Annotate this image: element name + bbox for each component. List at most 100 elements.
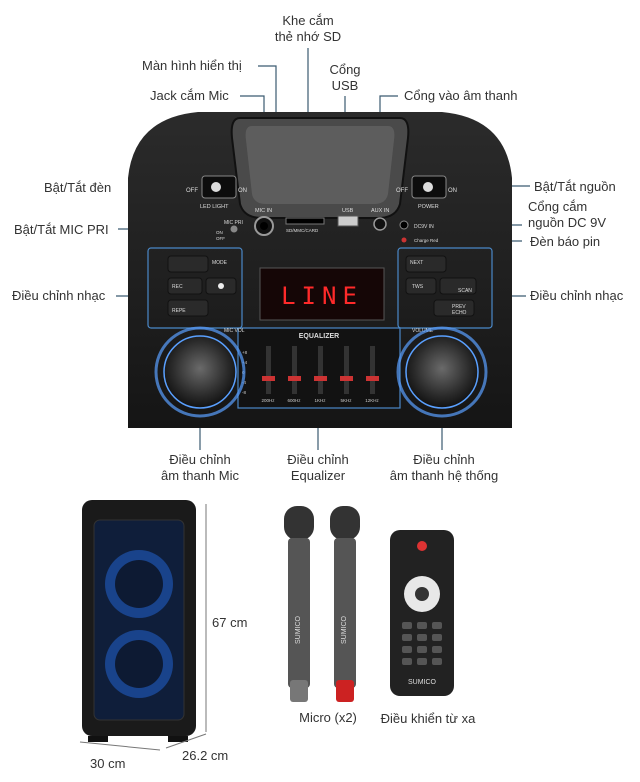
dc-port[interactable] — [399, 220, 409, 230]
eq-band-4: 5KHz — [340, 398, 352, 403]
text-rec: REC — [172, 284, 183, 290]
dim-height: 67 cm — [212, 615, 247, 630]
mic2-brand: SUMICO — [341, 615, 348, 644]
label-battery-led: Đèn báo pin — [530, 234, 601, 249]
mic-knob-ring — [154, 326, 246, 418]
dim-width: 30 cm — [90, 756, 125, 771]
text-on-right: ON — [448, 188, 457, 194]
label-equalizer: Điều chỉnh Equalizer — [262, 452, 374, 484]
label-usb-line1: Cổng — [329, 62, 361, 77]
label-sysvol-line1: Điều chỉnh — [413, 452, 475, 467]
system-knob-ring — [396, 326, 488, 418]
eq-knob-5[interactable] — [366, 376, 379, 381]
label-micvol-line2: âm thanh Mic — [160, 468, 240, 483]
next-button[interactable] — [405, 255, 447, 273]
speaker-foot-right — [168, 736, 188, 742]
text-usb: USB — [342, 208, 354, 214]
label-sd-line2: thẻ nhớ SD — [274, 29, 342, 44]
prev-button[interactable] — [433, 299, 475, 317]
remote-brand: SUMICO — [408, 679, 437, 686]
play-dot — [218, 283, 224, 289]
eq-band-5: 12KHz — [365, 398, 379, 403]
eq-track-1 — [266, 346, 271, 394]
repe-button[interactable] — [167, 299, 209, 317]
text-prev: PREV — [452, 304, 466, 310]
system-volume-knob[interactable] — [405, 335, 479, 409]
remote-body — [390, 530, 454, 696]
speaker-woofer-top-center — [115, 560, 163, 608]
text-mode: MODE — [212, 260, 228, 266]
label-dc-port: Cổng cắm nguồn DC 9V — [528, 199, 606, 231]
led-display — [259, 267, 385, 321]
mic-volume-knob[interactable] — [163, 335, 237, 409]
eq-band-1: 200Hz — [261, 398, 275, 403]
eq-track-2 — [292, 346, 297, 394]
label-micro: Micro (x2) — [299, 710, 357, 725]
text-mic-pri: MIC PRI — [224, 220, 243, 226]
label-mic-pri: Bật/Tắt MIC PRI — [14, 222, 109, 237]
scan-button[interactable] — [439, 277, 477, 295]
mic2-cap — [336, 680, 354, 702]
rec-button[interactable] — [167, 277, 203, 295]
text-scan: SCAN — [458, 288, 472, 294]
label-mic-volume: Điều chỉnh âm thanh Mic — [140, 452, 260, 484]
sd-slot[interactable] — [285, 217, 325, 225]
eq-knob-2[interactable] — [288, 376, 301, 381]
eq-scale-5: -8 — [242, 390, 246, 395]
mic-in-hole — [260, 222, 268, 230]
microphone-2: SUMICO — [330, 506, 360, 702]
text-equalizer: EQUALIZER — [299, 333, 339, 340]
label-dc-line1: Cổng cắm — [528, 199, 588, 214]
text-next: NEXT — [410, 260, 423, 266]
product-overview: 67 cm 30 cm 26.2 cm SUMICO SUMICO Micro … — [79, 500, 476, 771]
mode-button[interactable] — [167, 255, 209, 273]
label-usb: Cổng USB — [320, 62, 370, 94]
mic2-head — [330, 506, 360, 540]
control-panel: OFF ON LED LIGHT OFF ON POWER MIC IN SD/… — [128, 112, 512, 428]
text-mic-in: MIC IN — [255, 208, 272, 214]
dim-depth-line — [165, 733, 207, 749]
tws-button[interactable] — [405, 277, 437, 295]
display-text: LINE — [281, 282, 363, 310]
text-dc: DC9V IN — [414, 224, 434, 230]
text-off-left: OFF — [186, 188, 198, 194]
label-usb-line2: USB — [331, 78, 359, 93]
battery-led — [401, 237, 407, 243]
label-display: Màn hình hiển thị — [142, 58, 242, 73]
eq-sliders — [262, 346, 379, 394]
eq-band-3: 1KHz — [314, 398, 326, 403]
label-dc-line2: nguồn DC 9V — [528, 215, 607, 230]
dimension-lines — [79, 504, 207, 751]
mic1-body — [288, 538, 310, 688]
label-eq-line1: Điều chỉnh — [287, 452, 349, 467]
mic1-cap — [290, 680, 308, 702]
power-switch-dot — [423, 182, 433, 192]
text-tws: TWS — [412, 284, 424, 290]
eq-scale-1: +8 — [242, 350, 248, 355]
mic-pri-switch[interactable] — [230, 225, 238, 233]
eq-knob-1[interactable] — [262, 376, 275, 381]
label-music-right: Điều chỉnh nhạc — [530, 288, 624, 303]
remote-play-button[interactable] — [415, 587, 429, 601]
remote-keypad — [402, 622, 442, 665]
label-sysvol-line2: âm thanh hệ thống — [389, 468, 499, 483]
aux-in-port[interactable] — [373, 217, 387, 231]
text-charge: Charge Red — [414, 238, 439, 243]
eq-scale-2: +4 — [242, 360, 248, 365]
mic1-head — [284, 506, 314, 540]
usb-port[interactable] — [337, 215, 359, 227]
mic1-brand: SUMICO — [295, 615, 302, 644]
dim-width-line — [79, 741, 161, 751]
eq-track-3 — [318, 346, 323, 394]
text-echo: ECHO — [452, 310, 467, 316]
text-mic-on: ON — [216, 230, 223, 235]
text-led-light: LED LIGHT — [200, 204, 229, 210]
mic2-body — [334, 538, 356, 688]
text-repe: REPE — [172, 308, 186, 314]
handle-inner — [245, 126, 395, 204]
remote-power-button[interactable] — [417, 541, 427, 551]
eq-knob-3[interactable] — [314, 376, 327, 381]
label-micvol-line1: Điều chỉnh — [169, 452, 231, 467]
eq-track-5 — [370, 346, 375, 394]
eq-knob-4[interactable] — [340, 376, 353, 381]
